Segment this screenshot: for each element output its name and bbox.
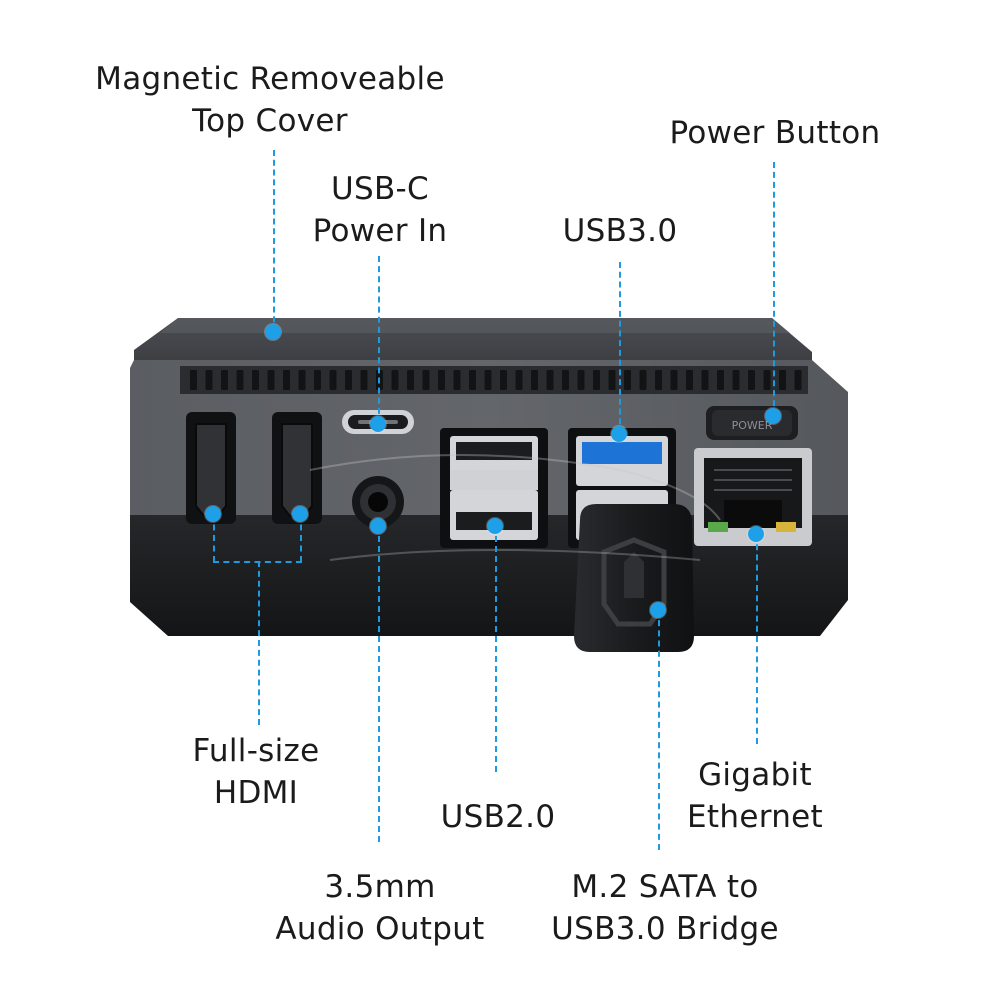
vent-slot	[360, 370, 368, 390]
audio-jack	[352, 476, 404, 528]
vent-slot	[453, 370, 461, 390]
vent-slot	[422, 370, 430, 390]
vent-slot	[562, 370, 569, 390]
vent-slot	[639, 370, 647, 390]
leader-m2	[658, 610, 660, 850]
vent-slot	[546, 370, 554, 390]
label-usbc: USB-C Power In	[312, 171, 448, 249]
leader-hdmi	[258, 561, 260, 725]
power-key-text: POWER	[732, 419, 773, 432]
vent-slot	[763, 370, 771, 390]
vent-slot	[515, 370, 523, 390]
m2-bridge-shape	[574, 504, 694, 652]
label-power-button: Power Button	[669, 115, 881, 151]
vent-slot	[283, 370, 290, 390]
vent-slots	[190, 370, 802, 390]
vent-slot	[670, 370, 678, 390]
vent-slot	[438, 370, 445, 390]
vent-slot	[500, 370, 507, 390]
hdmi-port-2	[272, 412, 322, 524]
leader-audio	[378, 526, 380, 842]
vent-slot	[469, 370, 476, 390]
leader-hdmi-1	[213, 514, 215, 562]
power-button-shape: POWER	[706, 406, 798, 440]
leader-usbc	[378, 256, 380, 424]
callout-dot-audio	[370, 518, 386, 534]
label-audio: 3.5mm Audio Output	[275, 869, 485, 947]
vent-slot	[221, 370, 228, 390]
callout-dot-power-button	[765, 408, 781, 424]
vent-slot	[391, 370, 399, 390]
leader-power-button	[773, 162, 775, 416]
vent-slot	[593, 370, 600, 390]
vent-slot	[345, 370, 352, 390]
vent-slot	[190, 370, 197, 390]
label-usb3: USB3.0	[562, 213, 678, 249]
vent-slot	[484, 370, 492, 390]
vent-slot	[701, 370, 709, 390]
label-top-cover: Magnetic Removeable Top Cover	[95, 61, 445, 139]
callout-dot-m2	[650, 602, 666, 618]
vent-slot	[624, 370, 631, 390]
vent-slot	[779, 370, 786, 390]
leader-top-cover	[273, 150, 275, 332]
vent-slot	[236, 370, 244, 390]
label-usb2: USB2.0	[440, 799, 556, 835]
usb2-ports	[440, 428, 548, 548]
vent-slot	[748, 370, 755, 390]
vent-slot	[531, 370, 538, 390]
vent-slot	[298, 370, 306, 390]
callout-dot-usbc	[370, 416, 386, 432]
label-m2: M.2 SATA to USB3.0 Bridge	[551, 869, 779, 947]
vent-slot	[329, 370, 337, 390]
vent-slot	[577, 370, 585, 390]
vent-slot	[205, 370, 213, 390]
callout-dot-usb3	[611, 426, 627, 442]
vent-slot	[655, 370, 662, 390]
hdmi-port-1	[186, 412, 236, 524]
leader-usb2	[495, 526, 497, 772]
leader-ethernet	[756, 534, 758, 744]
vent-slot	[314, 370, 321, 390]
ethernet-port	[694, 448, 812, 546]
label-ethernet: Gigabit Ethernet	[687, 757, 823, 835]
callout-dot-hdmi-2	[292, 506, 308, 522]
callout-dot-ethernet	[748, 526, 764, 542]
leader-usb3	[619, 262, 621, 434]
leader-hdmi-2	[300, 514, 302, 562]
vent-slot	[717, 370, 724, 390]
vent-slot	[794, 370, 802, 390]
vent-slot	[252, 370, 259, 390]
label-hdmi: Full-size HDMI	[192, 733, 320, 811]
vent-slot	[267, 370, 275, 390]
callout-dot-usb2	[487, 518, 503, 534]
vent-slot	[732, 370, 740, 390]
vent-slot	[608, 370, 616, 390]
vent-slot	[686, 370, 693, 390]
callout-dot-hdmi-1	[205, 506, 221, 522]
callout-dot-top-cover	[265, 324, 281, 340]
vent-slot	[407, 370, 414, 390]
leader-hdmi-join	[213, 561, 302, 563]
